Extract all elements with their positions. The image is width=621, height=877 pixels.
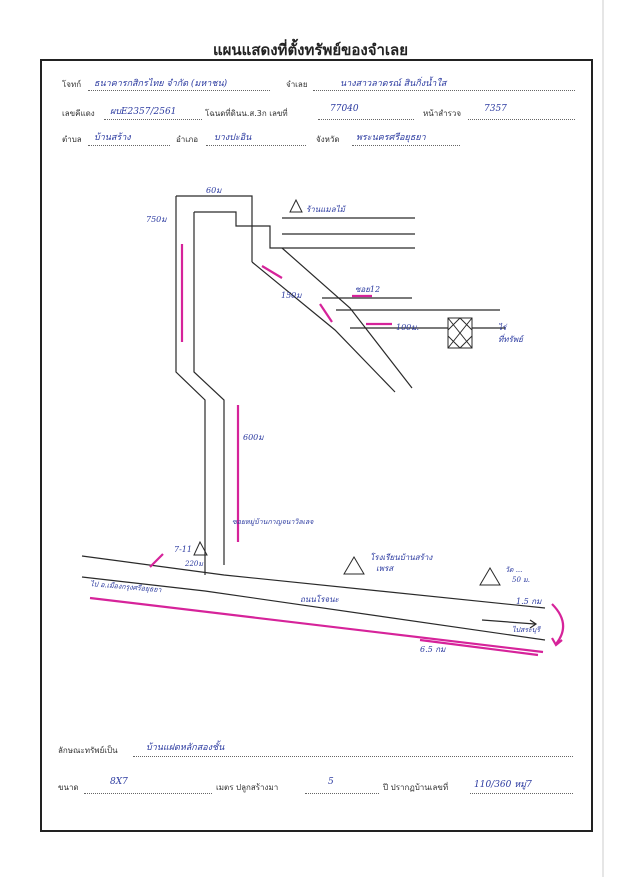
- upper-vertical-right: [269, 236, 282, 249]
- label-house: ที่ทรัพย์: [498, 333, 525, 344]
- road-arrow-head: [529, 619, 538, 629]
- built-label: เมตร ปลูกสร้างมา: [216, 783, 279, 792]
- highlight-bottom: [419, 638, 539, 657]
- label-top-segment: 60ม: [206, 186, 222, 195]
- highlight-curve-arrow: [551, 603, 565, 645]
- plaintiff-dotline: [88, 90, 270, 91]
- diagonal-road-right: [281, 247, 413, 389]
- label-school: โรงเรียนบ้านสร้าง: [370, 552, 433, 562]
- plaintiff-label: โจทก์: [62, 80, 82, 89]
- district-dotline: [206, 145, 306, 146]
- form-frame: [40, 59, 593, 832]
- property-dotline: [133, 756, 573, 757]
- label-diag-segment: 150ม: [281, 291, 302, 300]
- deed-value: ผบE2357/2561: [110, 107, 177, 117]
- top-route-outer: [176, 195, 253, 230]
- province-label: จังหวัด: [316, 135, 340, 144]
- main-road-top: [81, 555, 546, 609]
- size-dotline: [84, 793, 212, 794]
- size-value: 8X7: [110, 777, 128, 787]
- subdistrict-label: ตำบล: [62, 135, 82, 144]
- label-dist-100: 100ม.: [396, 323, 419, 332]
- road-arrow-line: [481, 619, 536, 625]
- label-school-sub: เพรส: [376, 564, 394, 573]
- top-route-inner: [194, 211, 271, 236]
- label-soi12: ซอย12: [355, 285, 380, 294]
- label-left-destination: ไป อ.เมืองกรุงศรีอยุธยา: [90, 579, 163, 594]
- built-value: 5: [328, 777, 334, 787]
- property-label: ลักษณะทรัพย์เป็น: [58, 746, 118, 755]
- label-temple-sub: 50 ม.: [512, 576, 530, 584]
- highlight-curve-head: [551, 637, 563, 647]
- address-dotline: [470, 793, 573, 794]
- label-shop: ร้านแมลไม้: [306, 204, 347, 214]
- label-temple: วัด ...: [505, 566, 522, 574]
- built-dotline: [305, 793, 379, 794]
- land-deed-value: 77040: [330, 104, 359, 114]
- page-title: แผนแสดงที่ตั้งทรัพย์ของจำเลย: [212, 41, 409, 59]
- highlight-diag: [319, 303, 333, 323]
- scan-edge-line: [602, 0, 604, 877]
- district-value: บางปะอิน: [214, 133, 252, 143]
- main-road-bottom: [81, 576, 546, 641]
- defendant-label: จำเลย: [286, 80, 308, 89]
- subdistrict-value: บ้านสร้าง: [94, 133, 131, 143]
- left-route-inner: [193, 212, 225, 565]
- temple-triangle-icon: [479, 567, 501, 586]
- seven-eleven-triangle-icon: [193, 540, 208, 556]
- land-deed-label: โฉนดที่ดินน.ส.3ก เลขที่: [205, 109, 288, 118]
- label-right-destination: ไปสระบุรี: [512, 625, 541, 634]
- label-dist-220: 220ม: [184, 560, 203, 568]
- survey-value: 7357: [484, 104, 507, 114]
- deed-label: เลขคีแดง: [62, 109, 95, 118]
- land-deed-dotline: [318, 119, 414, 120]
- survey-dotline: [468, 119, 575, 120]
- label-dist-65: 6.5 กม: [420, 645, 446, 654]
- highlight-road: [89, 596, 544, 654]
- province-value: พระนครศรีอยุธยา: [356, 133, 426, 143]
- district-label: อำเภอ: [176, 135, 199, 144]
- defendant-dotline: [313, 90, 575, 91]
- survey-label: หน้าสำรวจ: [423, 109, 462, 118]
- highlight-small: [149, 553, 164, 568]
- label-dist-15: 1.5 กม: [516, 597, 542, 606]
- label-ya: ไร่: [498, 322, 508, 332]
- property-value: บ้านแฝดหลักสองชั้น: [146, 743, 225, 753]
- address-label: ปี ปรากฏบ้านเลขที่: [383, 783, 449, 792]
- label-soi-name: ซอยหมู่บ้านกาญจนาวิลเลจ: [232, 518, 314, 526]
- shop-triangle-icon: [289, 198, 303, 213]
- left-route-outer: [175, 196, 206, 575]
- size-label: ขนาด: [58, 783, 79, 792]
- diagonal-road-left: [251, 261, 396, 393]
- label-point-711: 7-11: [174, 545, 192, 554]
- defendant-value: นางสาวลาดรณ์ สินกิ่งน้ำใส: [340, 79, 447, 89]
- label-vertical-segment: 600ม: [243, 433, 264, 442]
- label-left-segment: 750ม: [146, 215, 167, 224]
- subdistrict-dotline: [88, 145, 170, 146]
- label-road-name: ถนนโรจนะ: [300, 594, 340, 604]
- plaintiff-value: ธนาคารกสิกรไทย จำกัด (มหาชน): [94, 79, 228, 89]
- school-triangle-icon: [343, 556, 365, 575]
- province-dotline: [352, 145, 460, 146]
- highlight-upper: [261, 265, 283, 279]
- address-value: 110/360 หมู่7: [474, 780, 532, 790]
- deed-dotline: [104, 119, 202, 120]
